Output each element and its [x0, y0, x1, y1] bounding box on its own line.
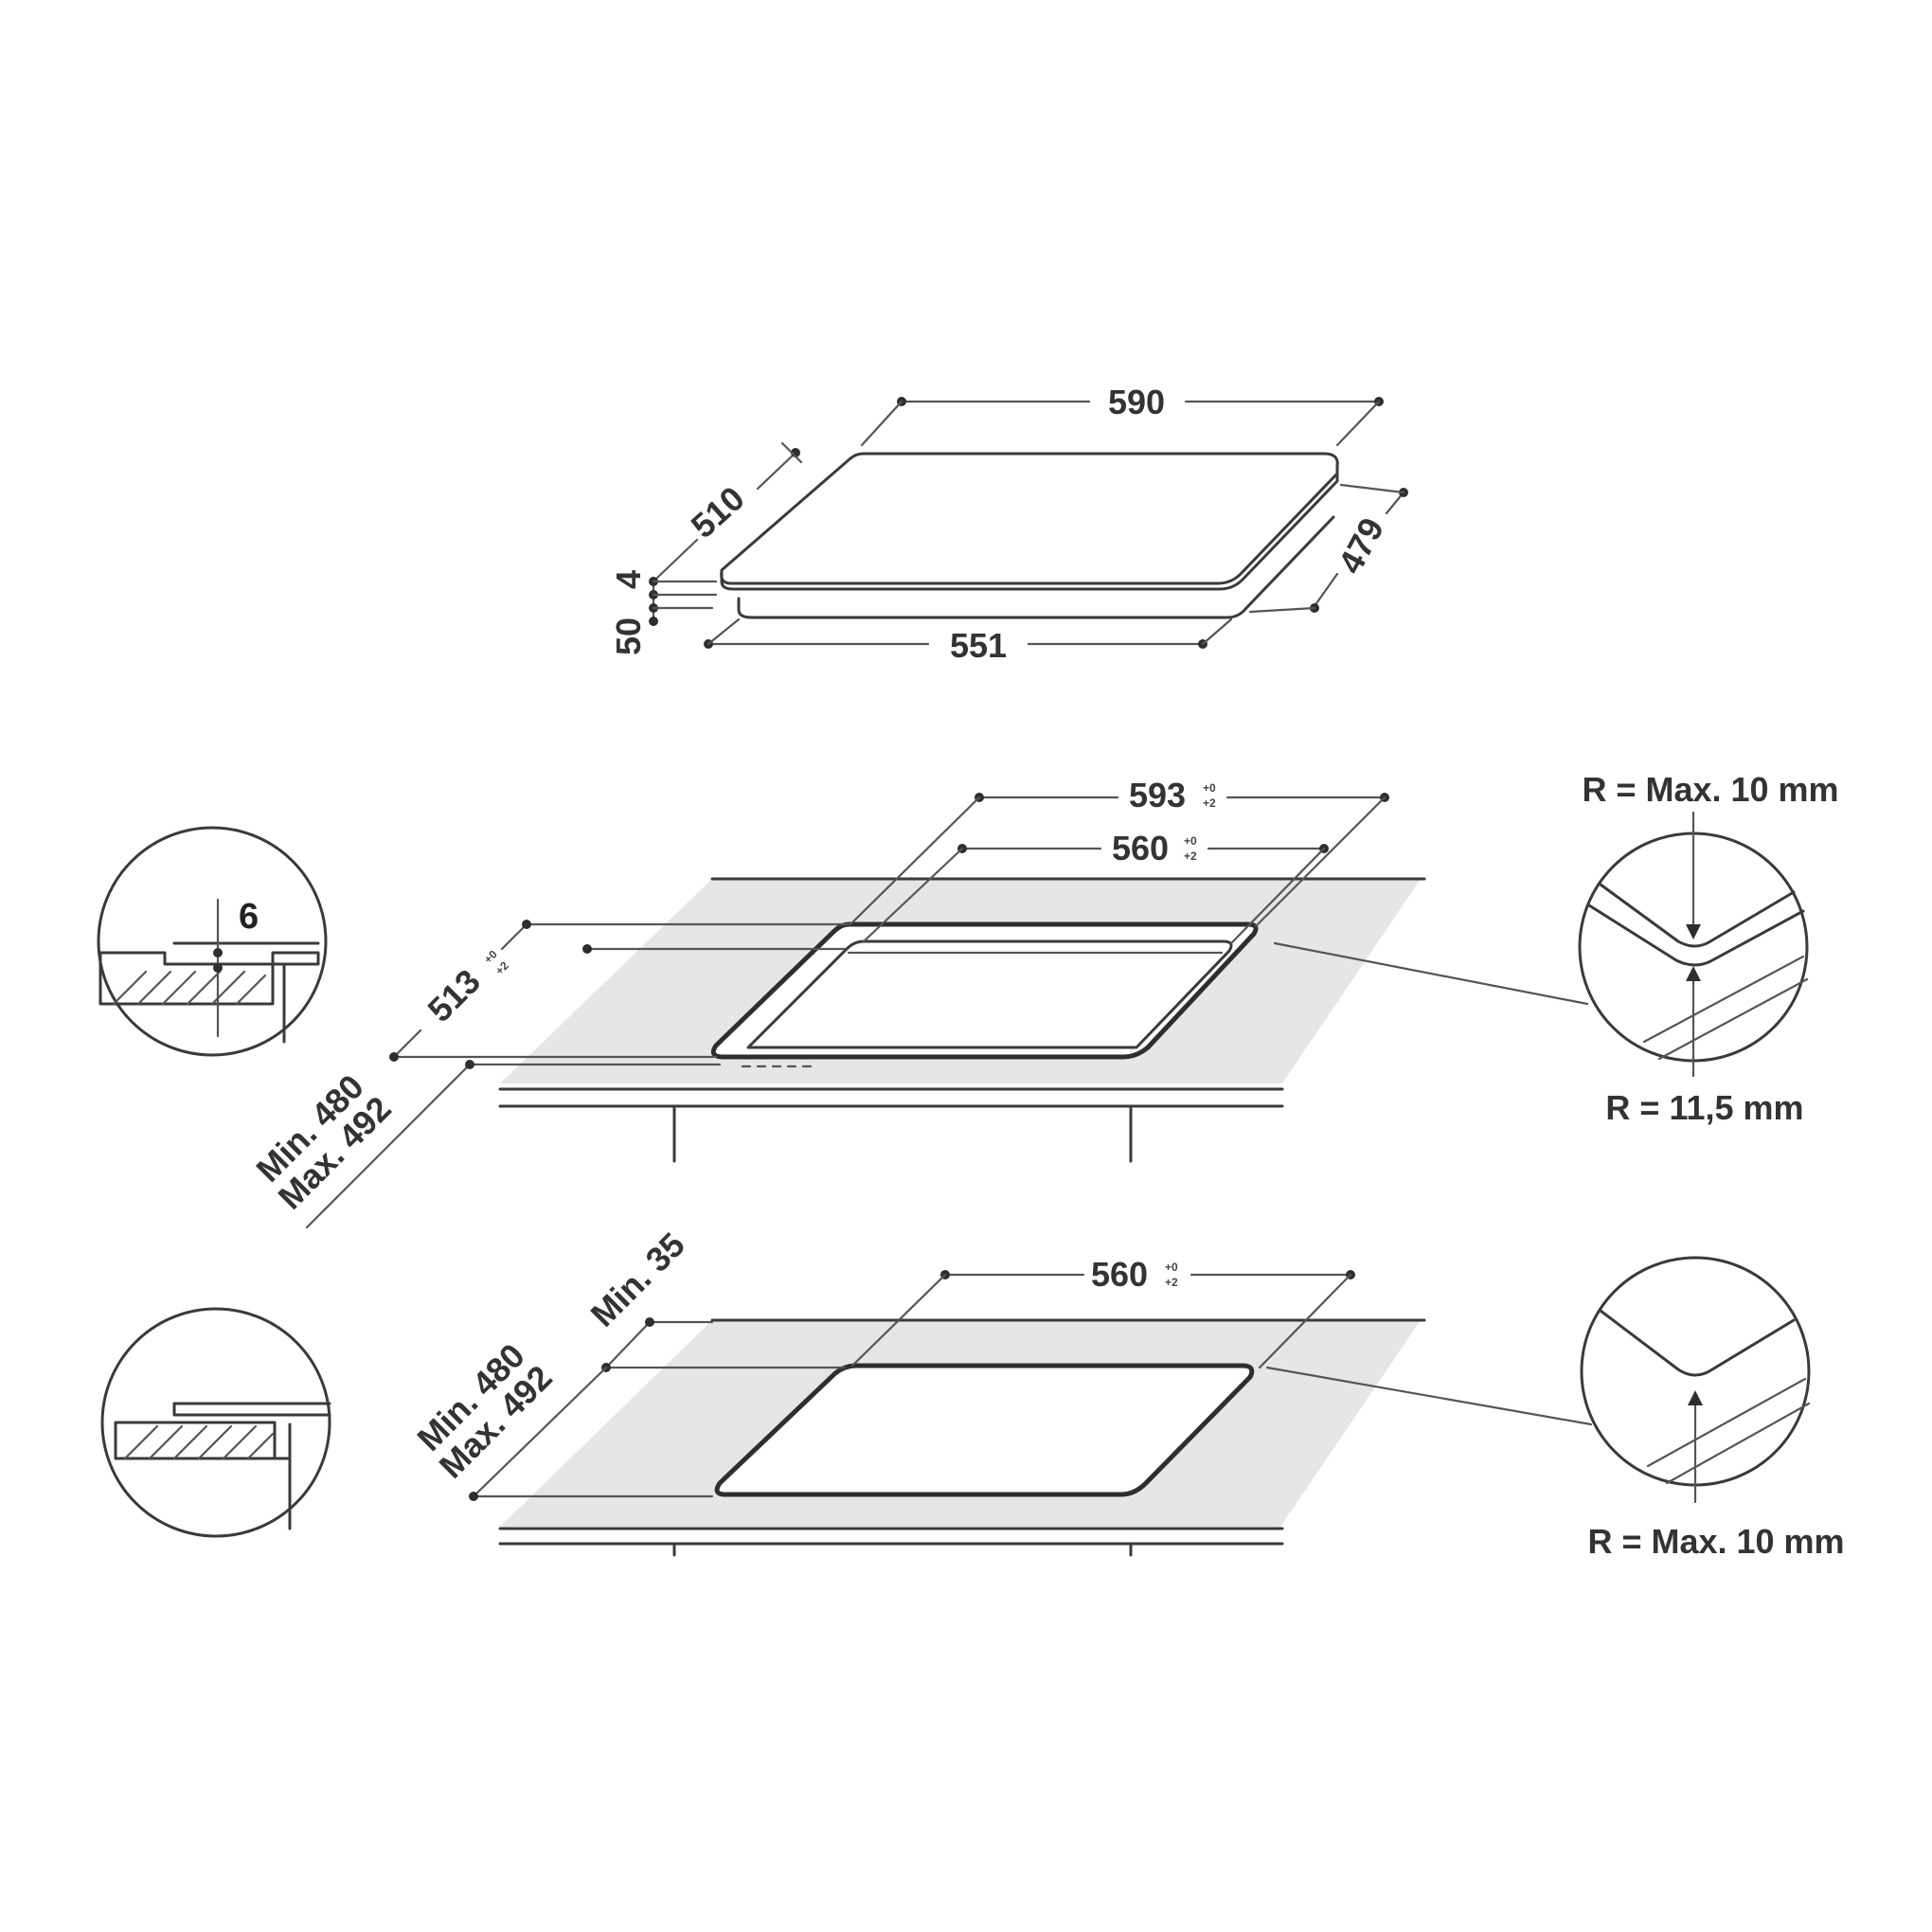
- ext-line: [1258, 1273, 1352, 1369]
- corner-diag-2: [1657, 977, 1809, 1061]
- hatch: [186, 970, 222, 1006]
- hatch: [222, 1424, 258, 1460]
- hatch: [172, 1424, 208, 1460]
- tol-513-bottom: +2: [492, 958, 511, 977]
- dim-dot: [649, 617, 658, 626]
- cutout-outer-edge: [710, 921, 1259, 1060]
- tol-560-top: +0: [1184, 834, 1197, 848]
- arrow-down-head: [1686, 924, 1701, 939]
- dim-dot: [213, 963, 223, 973]
- dim-label-6: 6: [239, 897, 259, 937]
- corner-diag-1: [1646, 1377, 1807, 1468]
- dim-dot: [389, 1052, 399, 1062]
- hob-top-plate: [720, 452, 1339, 585]
- dim-label-551: 551: [950, 626, 1007, 665]
- arrow-up-head: [1688, 1390, 1703, 1405]
- dim-label-510: 510: [684, 478, 752, 546]
- hob-top-plate-edge: [720, 472, 1339, 591]
- label-r-11-5: R = 11,5 mm: [1605, 1088, 1803, 1127]
- dim-label-50: 50: [609, 617, 648, 655]
- ext-line: [862, 847, 964, 943]
- ext-line: [1248, 606, 1316, 614]
- dim-label-4: 4: [609, 570, 648, 589]
- hatch: [136, 970, 172, 1006]
- corner-inner: [1587, 903, 1805, 967]
- worktop-section: [98, 951, 320, 1006]
- ext-line: [707, 617, 741, 646]
- dim-line-480-diag: [472, 1366, 608, 1498]
- dim-line-480-diag: [305, 1063, 472, 1229]
- ext-line: [1201, 617, 1233, 646]
- ext-line: [1335, 400, 1381, 447]
- dim-label-593: 593: [1129, 776, 1186, 814]
- dim-label-590: 590: [1108, 383, 1165, 421]
- dim-label-560: 560: [1112, 829, 1169, 868]
- leader-line: [1273, 941, 1589, 1006]
- detail-circle: [97, 826, 328, 1057]
- dim-line-510a: [756, 451, 797, 491]
- hatch: [246, 1432, 275, 1460]
- cutout-edge: [714, 1363, 1255, 1497]
- dim-line-513a: [500, 922, 528, 951]
- tol-560-bottom: +2: [1165, 1276, 1178, 1289]
- dim-label-479: 479: [1331, 511, 1391, 580]
- corner-outer: [1599, 883, 1796, 948]
- hatch: [112, 970, 148, 1006]
- cutout: [717, 1366, 1252, 1494]
- cutout-inner-edge: [746, 939, 1233, 1049]
- corner-edge: [1599, 1309, 1796, 1377]
- dim-dot: [582, 944, 592, 954]
- ext-line: [1339, 483, 1405, 494]
- cutout-rebate: [713, 924, 1256, 1057]
- dim-line-479b: [1313, 572, 1339, 608]
- detail-circle: [100, 1307, 331, 1538]
- worktop-section: [114, 1421, 277, 1460]
- tol-593-top: +0: [1203, 781, 1216, 795]
- ext-line: [860, 400, 903, 447]
- dim-dot: [522, 920, 531, 929]
- ext-line: [849, 796, 981, 926]
- dim-label-560: 560: [1091, 1255, 1148, 1294]
- hob-base-box: [737, 515, 1335, 619]
- dim-dot: [465, 1060, 474, 1069]
- hatch: [148, 1424, 184, 1460]
- ext-line: [1229, 847, 1326, 945]
- arrow-up-head: [1686, 966, 1701, 981]
- label-r-max-10-flush: R = Max. 10 mm: [1582, 770, 1838, 809]
- hob-dimensions-view: 590 510 479 551 4 50: [609, 383, 1408, 665]
- dim-dot: [213, 948, 223, 957]
- standard-install-view: 560 +0 +2 Min. 35 Min. 480 Max. 492: [100, 1225, 1845, 1561]
- corner-diag-2: [1665, 1402, 1811, 1485]
- detail-worktop-section: [100, 1307, 331, 1538]
- corner-diag-1: [1642, 955, 1805, 1044]
- detail-rebate-step: 6: [97, 826, 328, 1057]
- hatch: [197, 1424, 233, 1460]
- flush-install-view: 593 +0 +2 560 +0 +2 513 +0 +2 Min. 480 M…: [97, 770, 1839, 1229]
- hatch: [123, 1424, 159, 1460]
- label-r-max-10-standard: R = Max. 10 mm: [1587, 1522, 1844, 1561]
- dim-dot: [645, 1317, 654, 1327]
- hatch: [235, 974, 267, 1006]
- dim-label-min-35: Min. 35: [583, 1225, 692, 1334]
- dim-label-513: 513: [420, 961, 487, 1029]
- dim-line-510b: [655, 538, 699, 580]
- dim-line-513b: [392, 1029, 422, 1059]
- ext-line: [1254, 796, 1386, 928]
- tol-560-top: +0: [1165, 1261, 1178, 1274]
- dim-line-35-diag: [604, 1320, 652, 1369]
- detail-corner-radius-standard: R = Max. 10 mm: [1265, 1256, 1845, 1561]
- dim-dot: [469, 1492, 478, 1501]
- ext-line: [780, 441, 803, 464]
- hatch: [161, 970, 197, 1006]
- detail-corner-radius-flush: R = Max. 10 mm R = 11,5 mm: [1273, 770, 1839, 1127]
- ext-line: [850, 1273, 947, 1368]
- tol-593-bottom: +2: [1203, 796, 1216, 810]
- leader-line: [1265, 1366, 1593, 1426]
- tol-560-bottom: +2: [1184, 850, 1197, 863]
- hob-glass-section: [172, 1402, 331, 1417]
